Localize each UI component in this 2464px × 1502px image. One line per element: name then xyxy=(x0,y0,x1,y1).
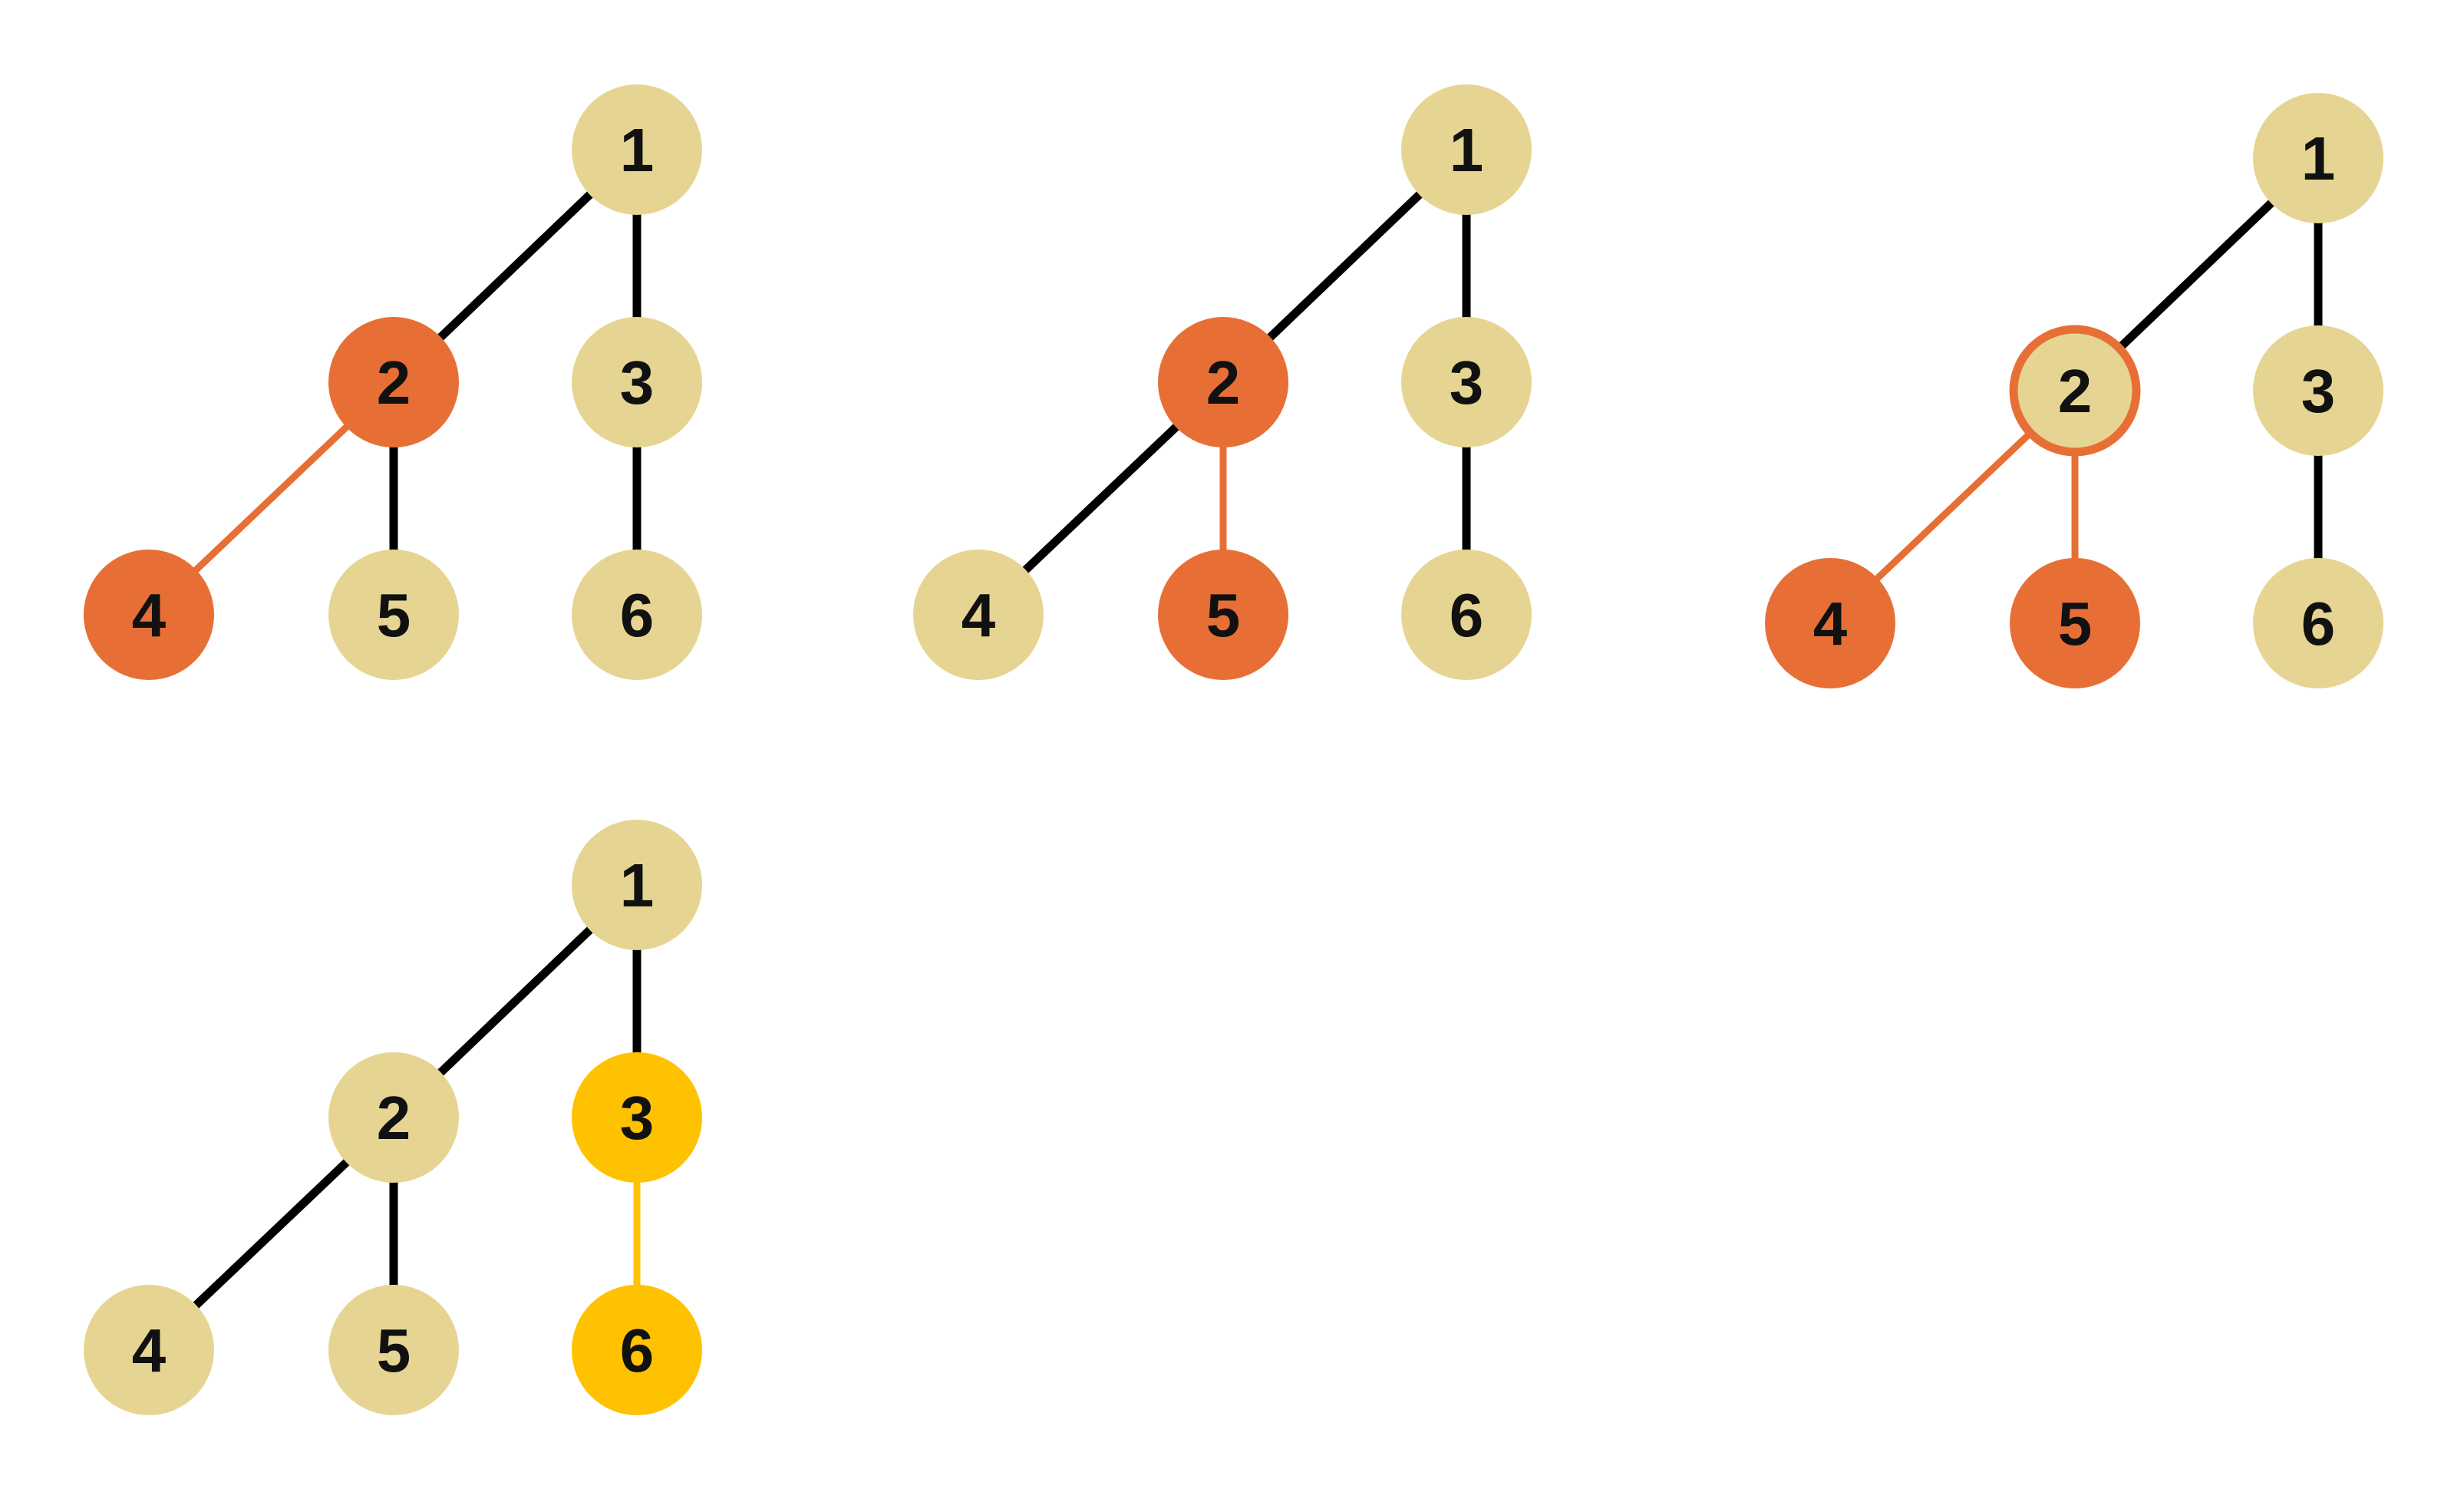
node-circle-1 xyxy=(2253,93,2383,223)
node-circle-6 xyxy=(572,1285,702,1415)
node-5: 5 xyxy=(2010,558,2140,688)
node-3: 3 xyxy=(572,317,702,447)
node-circle-3 xyxy=(2253,325,2383,456)
edge-1-2 xyxy=(435,189,595,343)
edge-1-2 xyxy=(2116,197,2277,352)
node-6: 6 xyxy=(1401,550,1532,680)
node-circle-2 xyxy=(328,317,459,447)
node-circle-2 xyxy=(2009,325,2141,457)
node-4: 4 xyxy=(1765,558,1895,688)
node-label-1: 1 xyxy=(2301,124,2336,193)
node-1: 1 xyxy=(572,820,702,950)
node-6: 6 xyxy=(572,1285,702,1415)
node-3: 3 xyxy=(1401,317,1532,447)
node-label-5: 5 xyxy=(377,581,411,649)
node-label-5: 5 xyxy=(1206,581,1241,649)
node-1: 1 xyxy=(2253,93,2383,223)
node-circle-5 xyxy=(328,1285,459,1415)
tree-panel-4: 1 2 3 4 5 6 xyxy=(84,820,702,1415)
tree-panel-1: 1 2 3 4 5 6 xyxy=(84,84,702,680)
node-circle-4 xyxy=(84,1285,214,1415)
node-6: 6 xyxy=(572,550,702,680)
node-5: 5 xyxy=(1158,550,1288,680)
node-label-5: 5 xyxy=(377,1316,411,1385)
node-label-1: 1 xyxy=(620,851,655,919)
node-label-3: 3 xyxy=(620,348,655,417)
node-circle-5 xyxy=(1158,550,1288,680)
node-3: 3 xyxy=(572,1052,702,1183)
node-circle-2 xyxy=(328,1052,459,1183)
tree-panel-3: 1 2 3 4 5 6 xyxy=(1765,93,2383,688)
edge-2-4 xyxy=(1020,421,1182,576)
tree-panel-2: 1 2 3 4 5 6 xyxy=(913,84,1532,680)
node-circle-5 xyxy=(328,550,459,680)
node-4: 4 xyxy=(84,550,214,680)
node-label-3: 3 xyxy=(620,1084,655,1152)
node-label-2: 2 xyxy=(377,1084,411,1152)
node-6: 6 xyxy=(2253,558,2383,688)
node-2: 2 xyxy=(328,1052,459,1183)
node-label-3: 3 xyxy=(2301,357,2336,425)
node-label-6: 6 xyxy=(620,1316,655,1385)
node-circle-3 xyxy=(572,317,702,447)
node-circle-3 xyxy=(1401,317,1532,447)
edge-1-2 xyxy=(1265,189,1425,343)
node-circle-4 xyxy=(1765,558,1895,688)
node-circle-5 xyxy=(2010,558,2140,688)
node-circle-6 xyxy=(1401,550,1532,680)
node-label-2: 2 xyxy=(377,348,411,417)
node-circle-4 xyxy=(84,550,214,680)
node-circle-4 xyxy=(913,550,1044,680)
edge-2-4 xyxy=(1872,431,2033,583)
node-label-4: 4 xyxy=(1813,589,1848,658)
node-1: 1 xyxy=(572,84,702,215)
node-5: 5 xyxy=(328,1285,459,1415)
edge-2-4 xyxy=(190,1157,352,1311)
node-label-1: 1 xyxy=(1450,116,1484,184)
node-5: 5 xyxy=(328,550,459,680)
node-2: 2 xyxy=(2009,325,2141,457)
node-circle-1 xyxy=(572,84,702,215)
node-1: 1 xyxy=(1401,84,1532,215)
node-circle-1 xyxy=(1401,84,1532,215)
node-circle-1 xyxy=(572,820,702,950)
node-label-4: 4 xyxy=(132,581,167,649)
node-circle-2 xyxy=(1158,317,1288,447)
node-label-2: 2 xyxy=(2058,357,2093,425)
node-4: 4 xyxy=(913,550,1044,680)
node-2: 2 xyxy=(328,317,459,447)
node-label-6: 6 xyxy=(620,581,655,649)
node-label-4: 4 xyxy=(132,1316,167,1385)
node-label-2: 2 xyxy=(1206,348,1241,417)
node-label-6: 6 xyxy=(2301,589,2336,658)
node-label-1: 1 xyxy=(620,116,655,184)
edge-1-2 xyxy=(435,924,595,1078)
node-label-5: 5 xyxy=(2058,589,2093,658)
node-circle-6 xyxy=(572,550,702,680)
node-label-4: 4 xyxy=(962,581,996,649)
node-2: 2 xyxy=(1158,317,1288,447)
node-label-3: 3 xyxy=(1450,348,1484,417)
node-label-6: 6 xyxy=(1450,581,1484,649)
node-circle-6 xyxy=(2253,558,2383,688)
node-4: 4 xyxy=(84,1285,214,1415)
node-3: 3 xyxy=(2253,325,2383,456)
node-circle-3 xyxy=(572,1052,702,1183)
edge-2-4 xyxy=(191,422,351,575)
